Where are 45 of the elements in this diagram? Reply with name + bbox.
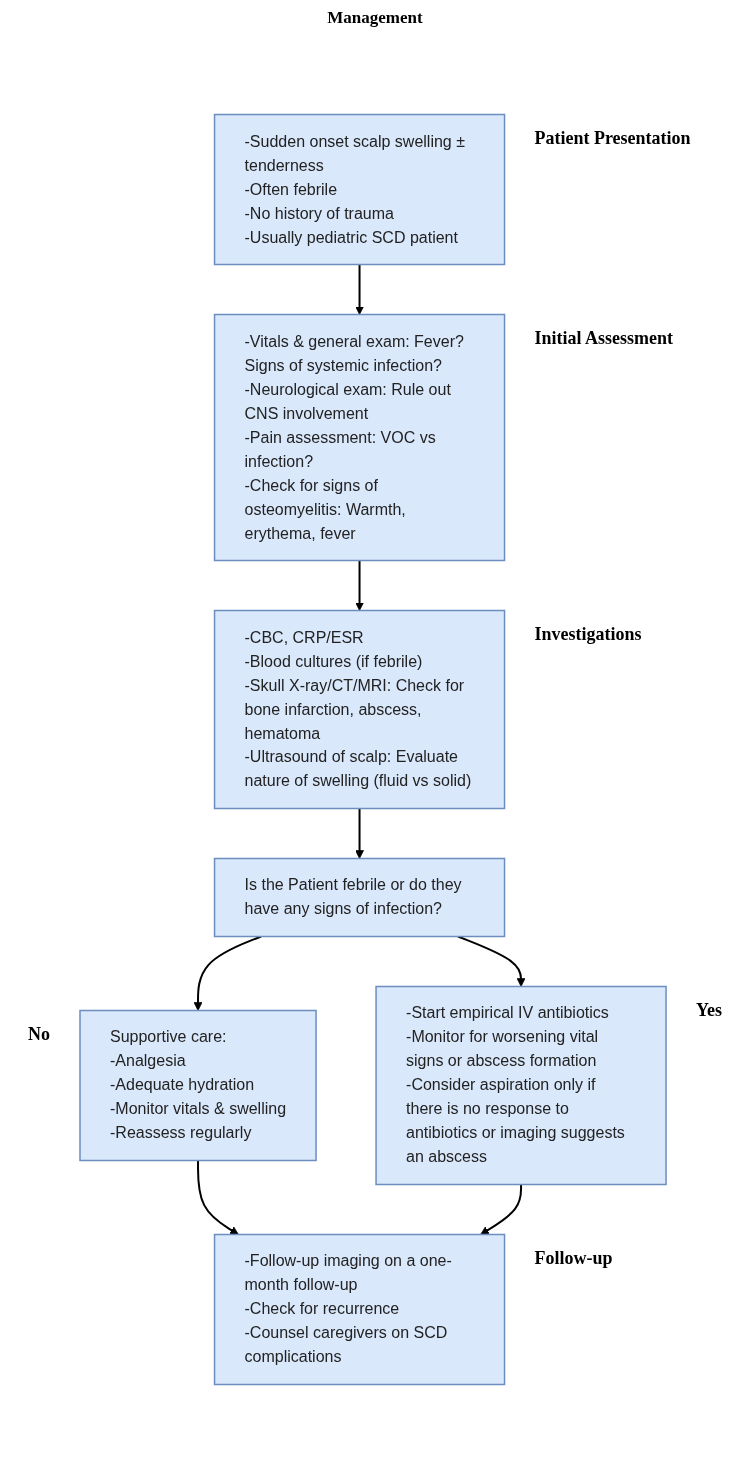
- arrow: [355, 559, 364, 611]
- node-label: Supportive care:: [109, 1028, 227, 1046]
- arrow: [355, 807, 364, 859]
- process-box: [213, 113, 506, 266]
- node-label: -Ultrasound of scalp: Evaluate nature of swelling (fluid vs solid): [244, 748, 472, 790]
- process-box: [213, 609, 506, 810]
- node-label: -Usually pediatric SCD patient: [244, 228, 458, 246]
- side-heading: Patient Presentation: [534, 128, 691, 149]
- node-label: -Sudden onset scalp swelling ± tenderness: [244, 132, 465, 174]
- node-label: -Pain assessment: VOC vs infection?: [244, 428, 436, 470]
- side-heading: Initial Assessment: [534, 328, 673, 349]
- process-box: [213, 313, 506, 562]
- node-label: -Blood cultures (if febrile): [244, 652, 423, 670]
- process-box: [375, 985, 667, 1186]
- side-heading: Yes: [695, 1000, 722, 1021]
- box-text: Supportive care: -Analgesia -Adequate hydration -Monitor vitals & swelling -Reassess regularly: [109, 1027, 286, 1144]
- node-label: -Neurological exam: Rule out CNS involvement: [244, 380, 451, 422]
- node-label: -Skull X-ray/CT/MRI: Check for bone infarction, abscess, hematoma: [244, 676, 465, 742]
- arrow: [480, 1183, 522, 1235]
- node-label: -Often febrile: [244, 180, 337, 198]
- node-label: -Vitals & general exam: Fever? Signs of systemic infection?: [244, 332, 464, 374]
- box-text: -Vitals & general exam: Fever? Signs of systemic infection? -Neurological exam: Rule out CNS involvement -Pain assessment: VOC vs infection? -Check for signs of osteomyelitis: Warmth, erythema, fever: [244, 331, 465, 544]
- process-box: [213, 1233, 506, 1386]
- box-text: -Sudden onset scalp swelling ± tenderness -Often febrile -No history of trauma -Usually pediatric SCD patient: [244, 131, 466, 248]
- box-text: -Start empirical IV antibiotics -Monitor for worsening vital signs or abscess formation -Consider aspiration only if there is no response to antibiotics or imaging suggests an abscess: [405, 1003, 626, 1168]
- node-label: -Adequate hydration: [109, 1076, 254, 1094]
- box-text: -Follow-up imaging on a one-month follow-up -Check for recurrence -Counsel caregivers on SCD complications: [244, 1251, 453, 1368]
- arrow: [196, 1159, 239, 1235]
- side-heading: Follow-up: [534, 1248, 613, 1269]
- box-text: -CBC, CRP/ESR -Blood cultures (if febrile) -Skull X-ray/CT/MRI: Check for bone infarction, abscess, hematoma -Ultrasound of scalp: Evaluate nature of swelling (fluid vs solid): [244, 627, 473, 792]
- process-box: [79, 1009, 317, 1162]
- node-label: -CBC, CRP/ESR: [244, 628, 364, 646]
- arrow: [355, 263, 364, 315]
- box-text: Is the Patient febrile or do they have any signs of infection?: [244, 875, 463, 920]
- arrow: [456, 935, 526, 987]
- section-heading: Management: [327, 8, 423, 28]
- arrow: [193, 935, 262, 1011]
- node-label: -Analgesia: [109, 1052, 186, 1070]
- node-label: -Check for signs of osteomyelitis: Warmth, erythema, fever: [244, 476, 406, 542]
- node-label: -Monitor vitals & swelling: [109, 1100, 286, 1118]
- node-label: -Reassess regularly: [109, 1124, 252, 1142]
- side-heading: No: [27, 1024, 50, 1045]
- side-heading: Investigations: [534, 624, 642, 645]
- process-box: [213, 857, 506, 938]
- node-label: -No history of trauma: [244, 204, 394, 222]
